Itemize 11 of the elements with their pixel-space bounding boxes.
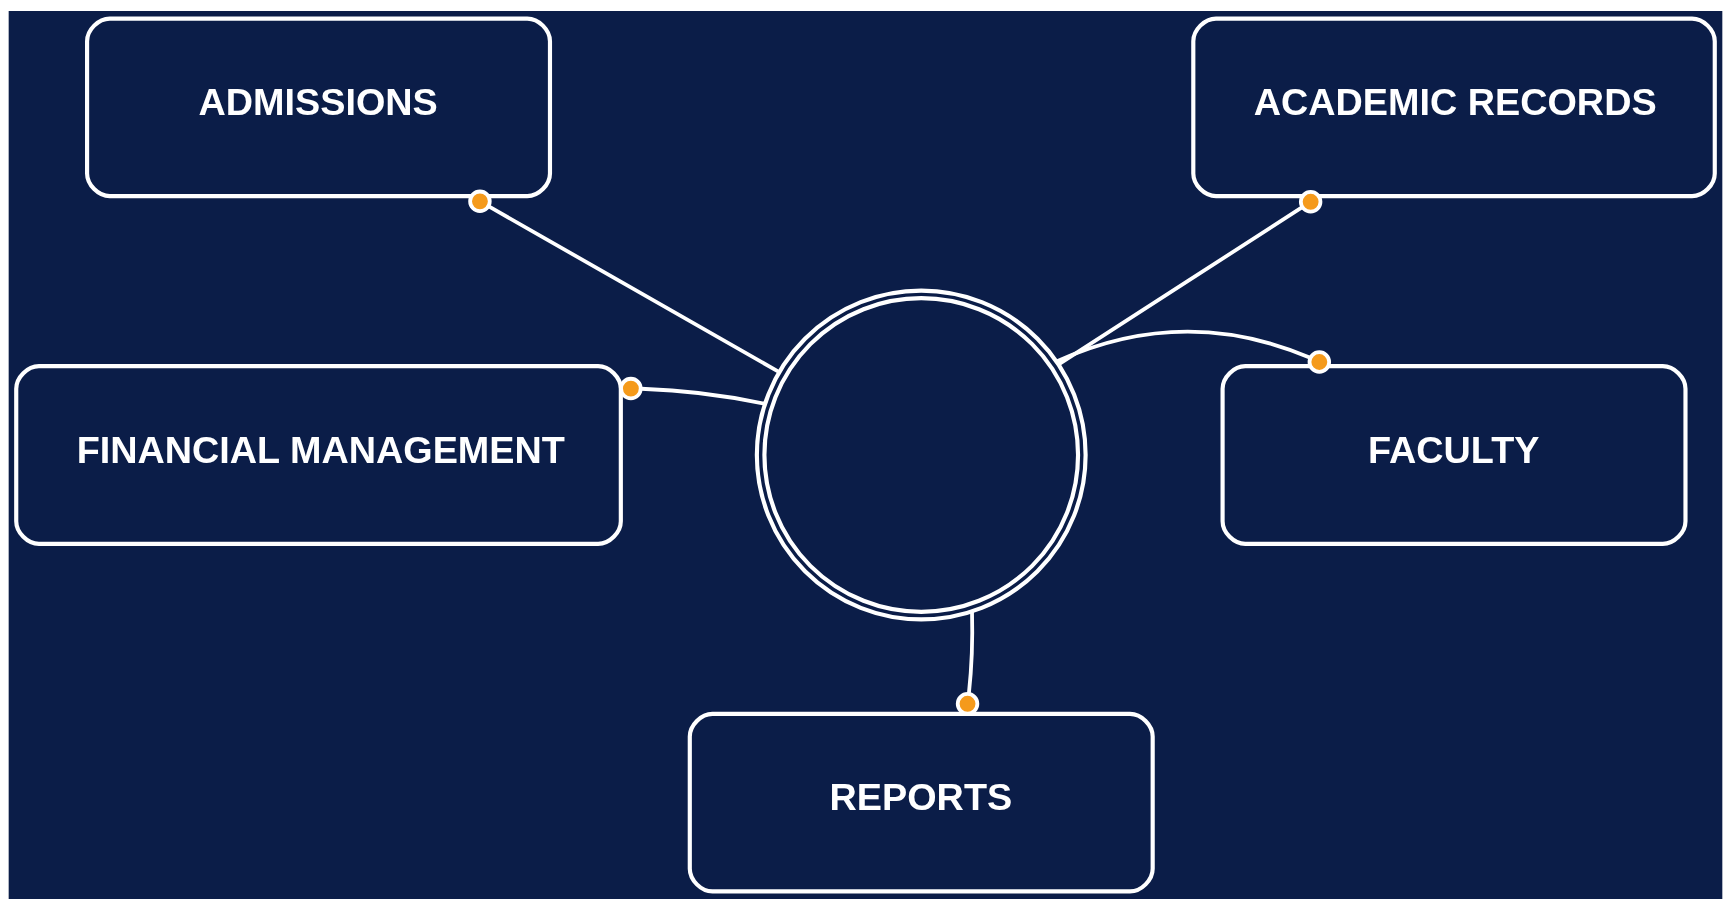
- node-box: REPORTS: [687, 711, 1155, 894]
- node-box: FINANCIAL MANAGEMENT: [14, 363, 623, 546]
- connector: [468, 189, 780, 374]
- connector: [955, 611, 980, 715]
- connector: [1055, 329, 1332, 374]
- node-box: FACULTY: [1220, 363, 1688, 546]
- node-box: ADMISSIONS: [85, 15, 553, 198]
- connector: [1058, 189, 1323, 366]
- node-circle: [754, 288, 1088, 621]
- connector: [619, 376, 766, 406]
- node-box: ACADEMIC RECORDS: [1191, 15, 1717, 198]
